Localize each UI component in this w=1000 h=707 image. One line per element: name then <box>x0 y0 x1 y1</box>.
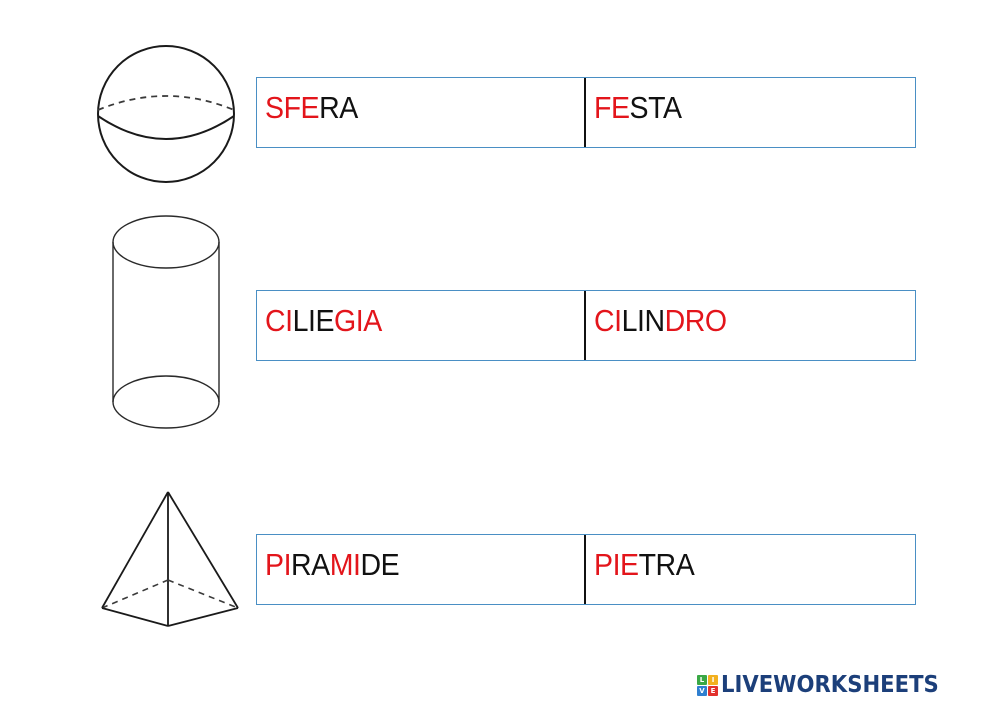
logo-tiles-icon: L I V E <box>697 674 718 696</box>
word-cilindro: CILINDRO <box>594 301 727 341</box>
sphere-icon <box>97 45 235 183</box>
syllable: FE <box>594 90 630 125</box>
word-cell-left: CILIEGIA <box>257 291 586 360</box>
word-cell-left: PIRAMIDE <box>257 535 586 604</box>
syllable: SFE <box>265 90 320 125</box>
word-cell-right: PIETRA <box>586 535 915 604</box>
logo-text: LIVEWORKSHEETS <box>721 672 939 698</box>
syllable: GIA <box>334 303 382 338</box>
syllable: CI <box>594 303 622 338</box>
syllable: CI <box>265 303 293 338</box>
syllable: LIE <box>292 303 335 338</box>
logo-tile: I <box>708 674 718 685</box>
cylinder-icon <box>112 215 220 429</box>
syllable: RA <box>319 90 358 125</box>
pyramid-icon <box>101 491 239 627</box>
word-cell-right: FESTA <box>586 78 915 147</box>
word-pietra: PIETRA <box>594 545 695 585</box>
syllable: PIE <box>594 547 639 582</box>
logo-tile: V <box>697 685 707 696</box>
word-cell-right: CILINDRO <box>586 291 915 360</box>
syllable: DE <box>360 547 400 582</box>
syllable: DRO <box>664 303 727 338</box>
liveworksheets-logo: L I V E LIVEWORKSHEETS <box>697 673 958 697</box>
syllable: RA <box>291 547 330 582</box>
syllable: TRA <box>638 547 695 582</box>
word-ciliegia: CILIEGIA <box>265 301 382 341</box>
syllable: MI <box>329 547 361 582</box>
word-piramide: PIRAMIDE <box>265 545 400 585</box>
logo-tile: L <box>697 674 707 685</box>
word-row-cylinder: CILIEGIA CILINDRO <box>256 290 916 361</box>
word-sfera: SFERA <box>265 88 358 128</box>
logo-tile: E <box>708 685 718 696</box>
syllable: LIN <box>621 303 665 338</box>
word-row-sphere: SFERA FESTA <box>256 77 916 148</box>
syllable: STA <box>629 90 682 125</box>
word-cell-left: SFERA <box>257 78 586 147</box>
word-row-pyramid: PIRAMIDE PIETRA <box>256 534 916 605</box>
syllable: PI <box>265 547 292 582</box>
word-festa: FESTA <box>594 88 682 128</box>
